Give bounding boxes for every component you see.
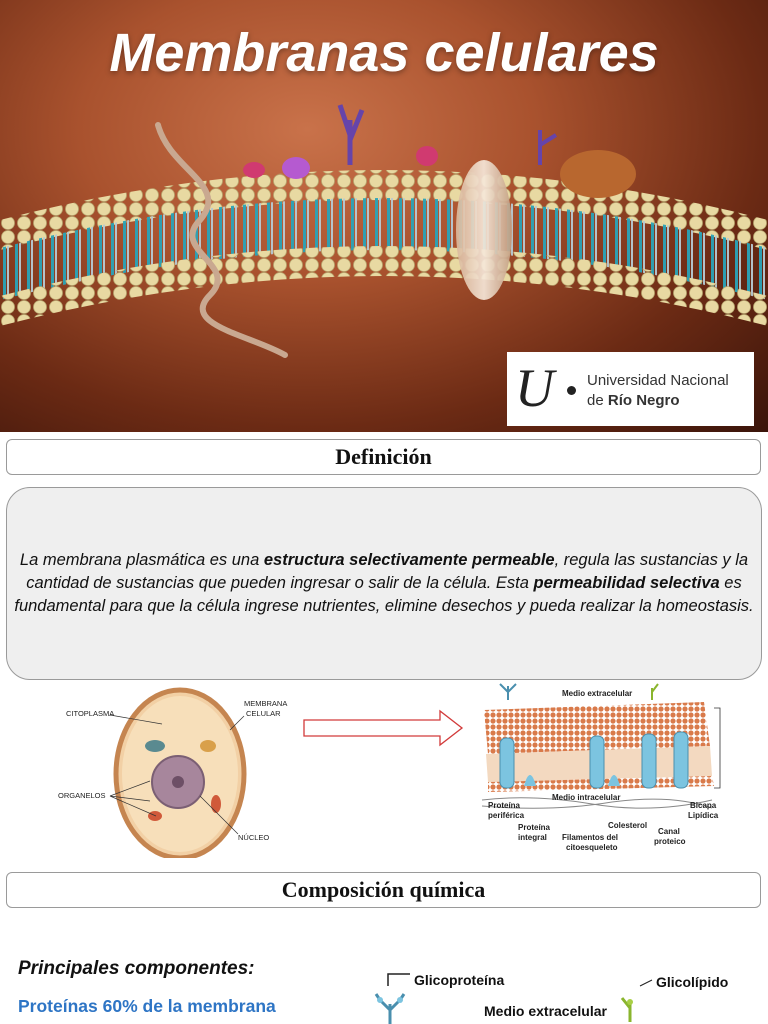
label-medio-intracelular: Medio intracelular (552, 793, 620, 802)
label-proteina-periferica-2: periférica (488, 811, 525, 820)
label-canal-1: Canal (658, 827, 680, 836)
definition-header: Definición (6, 439, 761, 475)
label-bicapa-2: Lipídica (688, 811, 719, 820)
label-nucleo: NÚCLEO (238, 833, 269, 842)
university-logo: U Universidad Nacional de Río Negro (507, 352, 754, 426)
label-colesterol: Colesterol (608, 821, 647, 830)
label-proteina-integral-1: Proteína (518, 823, 551, 832)
hero-banner: Membranas celulares U Universidad Nacion… (0, 0, 768, 432)
logo-dot (567, 386, 576, 395)
label-proteina-periferica-1: Proteína (488, 801, 521, 810)
label-filamentos-1: Filamentos del (562, 833, 618, 842)
membrane-illustration (0, 104, 768, 358)
label-organelos: ORGANELOS (58, 791, 106, 800)
label-glicolipido: Glicolípido (656, 974, 728, 990)
label-proteina-integral-2: integral (518, 833, 547, 842)
logo-name-line2: de Río Negro (587, 392, 680, 409)
label-filamentos-2: citoesqueleto (566, 843, 618, 852)
label-glicoproteina: Glicoproteína (414, 972, 504, 988)
definition-text: La membrana plasmática es una estructura… (14, 551, 754, 615)
label-canal-2: proteico (654, 837, 686, 846)
definition-box: La membrana plasmática es una estructura… (6, 487, 762, 680)
cell-diagram: CITOPLASMA MEMBRANA CELULAR ORGANELOS NÚ… (58, 687, 287, 858)
page-title: Membranas celulares (109, 23, 659, 83)
label-membrana: MEMBRANA (244, 699, 287, 708)
composition-diagram: Glicoproteína Glicolípido Medio extracel… (374, 972, 728, 1024)
label-celular: CELULAR (246, 709, 281, 718)
label-citoplasma: CITOPLASMA (66, 709, 114, 718)
logo-mark: U (515, 358, 554, 418)
label-medio-extracelular: Medio extracelular (562, 689, 632, 698)
component-proteins: Proteínas 60% de la membrana (18, 996, 276, 1016)
logo-name-line1: Universidad Nacional (587, 372, 729, 389)
label-comp-extracelular: Medio extracelular (484, 1003, 607, 1019)
composition-header: Composición química (6, 872, 761, 908)
lipid-bilayer-diagram: Medio extracelular Medio intracelular Pr… (481, 683, 721, 852)
components-title: Principales componentes: (18, 958, 255, 979)
arrow-icon (303, 709, 464, 747)
label-bicapa-1: Bicapa (690, 801, 717, 810)
